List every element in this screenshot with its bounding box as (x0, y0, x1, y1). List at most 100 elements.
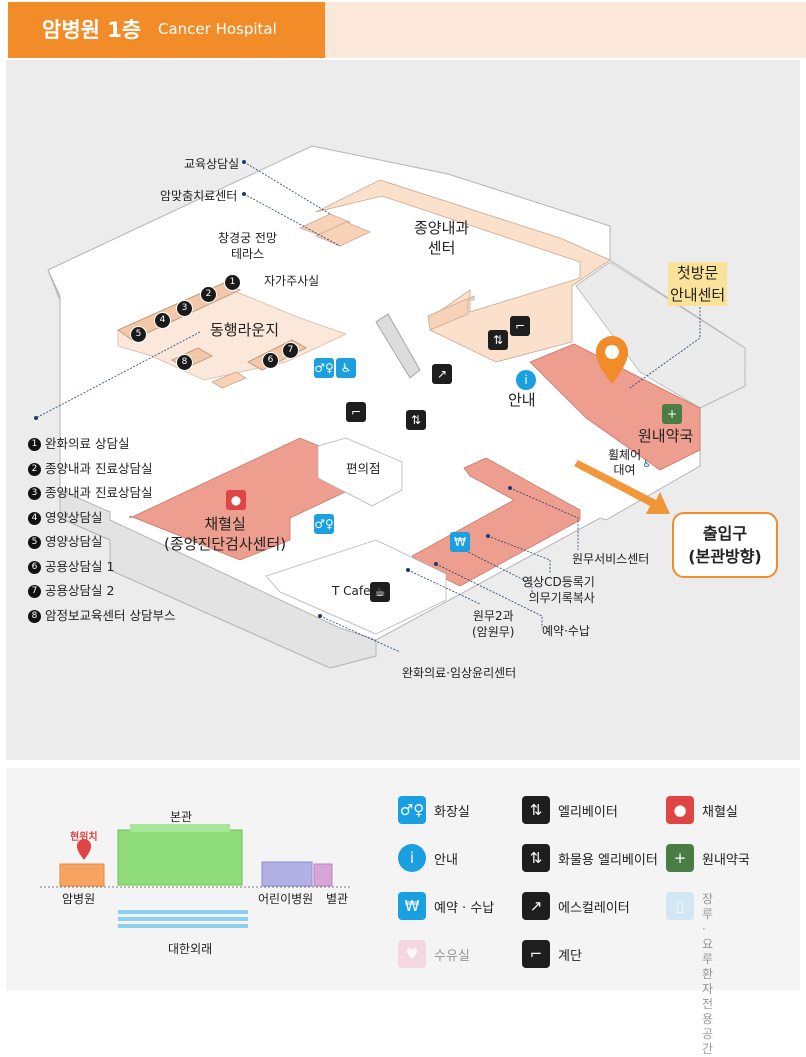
label-injection-room: 자가주사실 (264, 274, 320, 288)
stairs-icon: ⌐ (510, 316, 530, 336)
daehan-outpatient-shape (118, 910, 248, 928)
info-icon: i (398, 844, 426, 872)
list-item-label: 종양내과 진료상담실 (45, 485, 153, 500)
exit-box: 출입구 (본관방향) (672, 512, 778, 578)
restroom-icon: ♂♀ (314, 514, 334, 534)
list-number-7: 7 (28, 585, 41, 598)
pharmacy-cross-icon: + (666, 844, 694, 872)
info-icon: i (516, 370, 536, 390)
room-badge-5: 5 (130, 326, 147, 343)
list-item-label: 공용상담실 1 (45, 558, 115, 574)
current-location-pin (596, 336, 628, 384)
legend-label: 에스컬레이터 (558, 901, 630, 916)
room-badge-6: 6 (262, 352, 279, 369)
label-pharmacy: 원내약국 (638, 427, 694, 445)
nursing-room-icon: ♥ (398, 940, 426, 968)
t-cafe-room (265, 539, 447, 635)
header-bar (8, 2, 325, 58)
minimap-annex: 별관 (326, 892, 349, 906)
list-item: 8 암정보교육센터 상담부스 (28, 604, 175, 629)
label-edu-counseling: 교육상담실 (184, 157, 240, 171)
list-number-6: 6 (28, 560, 41, 574)
label-cd-records: 영상CD등록기 의무기록복사 (522, 575, 595, 605)
list-item-label: 종양내과 진료상담실 (45, 460, 153, 476)
freight-elevator-icon: ⇅ (522, 844, 550, 872)
minimap-daehan: 대한외래 (168, 942, 213, 956)
list-number-3: 3 (28, 487, 41, 500)
restroom-icon: ♂♀ (398, 796, 426, 824)
list-number-1: 1 (28, 438, 41, 451)
floor-edge (47, 269, 377, 669)
label-admin2: 원무2과 (암원무) (472, 609, 515, 639)
list-item-label: 영양상담실 (45, 509, 103, 525)
list-number-8: 8 (28, 609, 41, 623)
minimap-cancer: 암병원 (62, 892, 96, 906)
convenience-store (317, 437, 403, 507)
minimap-main: 본관 (170, 810, 193, 824)
legend-label: 계단 (558, 949, 582, 964)
list-item-label: 암정보교육센터 상담부스 (45, 607, 176, 623)
legend-label: 화장실 (434, 805, 470, 820)
freight-elevator-icon: ⇅ (406, 410, 426, 430)
blood-drop-icon: ● (226, 490, 246, 510)
label-oncology-center: 종양내과 센터 (414, 219, 470, 257)
escalator-icon: ↗ (432, 364, 452, 384)
room-badge-1: 1 (224, 274, 241, 291)
room-badge-4: 4 (154, 312, 171, 329)
custom-care-room (315, 221, 371, 247)
label-convenience-store: 편의점 (346, 461, 381, 476)
oncology-center-block (427, 295, 475, 331)
wheelchair-icon: ♿ (336, 358, 356, 378)
elevator-icon: ⇅ (522, 796, 550, 824)
exit-direction: (본관방향) (688, 547, 762, 566)
lounge-nook (211, 371, 247, 389)
room-badge-7: 7 (282, 342, 299, 359)
list-item-label: 영양상담실 (45, 534, 103, 549)
won-icon: ₩ (450, 532, 470, 552)
label-info: 안내 (508, 391, 536, 409)
legend-label: 안내 (434, 853, 458, 868)
label-reservation: 예약·수납 (542, 624, 590, 638)
cafe-cup-icon: ☕ (370, 582, 390, 602)
list-item-label: 완화의료 상담실 (45, 436, 130, 451)
stairs-icon: ⌐ (522, 940, 550, 968)
main-building-shape (117, 824, 243, 886)
won-icon: ₩ (398, 892, 426, 920)
legend-label: 화물용 엘리베이터 (558, 853, 658, 868)
first-visit-label: 첫방문 안내센터 (668, 262, 728, 306)
header: 암병원 1층 Cancer Hospital (0, 0, 806, 58)
campus-minimap (40, 824, 350, 928)
legend-label: 엘리베이터 (558, 805, 618, 820)
page-title: 암병원 1층 (42, 18, 142, 42)
list-item: 1 완화의료 상담실 (28, 432, 175, 457)
annex-shape (313, 863, 333, 887)
floor-plan (34, 145, 746, 669)
label-t-cafe: T Cafe (332, 584, 371, 598)
label-wheelchair-rental: 휠체어 대여 (608, 448, 642, 477)
legend-label: 원내약국 (702, 853, 750, 868)
elevator-icon: ⇅ (488, 330, 508, 350)
stairs-icon: ⌐ (346, 402, 366, 422)
label-services-center: 원무서비스센터 (572, 552, 650, 566)
legend-label: 채혈실 (702, 805, 738, 820)
minimap-children: 어린이병원 (258, 892, 314, 906)
room-badge-2: 2 (200, 286, 217, 303)
blood-drop-icon: ● (666, 796, 694, 824)
escalator-icon: ↗ (522, 892, 550, 920)
page-subtitle: Cancer Hospital (158, 20, 277, 38)
side-room (575, 261, 746, 409)
disabled-restroom-icon: ▯ (666, 892, 694, 920)
legend-label: 수유실 (434, 949, 470, 964)
list-number-4: 4 (28, 511, 41, 525)
cancer-hospital-shape (59, 863, 105, 887)
label-terrace: 창경궁 전망 테라스 (218, 231, 278, 261)
pharmacy-cross-icon: + (662, 404, 682, 424)
children-hospital-shape (261, 861, 313, 887)
wheelchair-icon: ♿ (642, 459, 652, 470)
list-item: 6 공용상담실 1 (28, 555, 175, 580)
label-ethics-center: 완화의료·임상윤리센터 (402, 666, 517, 680)
list-item-label: 공용상담실 2 (45, 583, 115, 598)
list-item: 7 공용상담실 2 (28, 579, 175, 604)
